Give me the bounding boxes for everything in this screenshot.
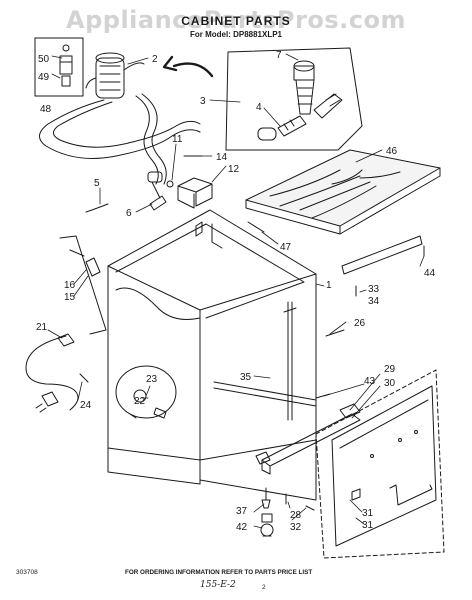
handwritten-note: 155-E-2 — [200, 580, 236, 590]
kickplate-31 — [331, 385, 437, 547]
inset-box-fill-valve — [34, 37, 84, 97]
callout-48: 48 — [40, 104, 52, 115]
callout-43: 37 — [236, 506, 248, 517]
pump-motor-assembly — [85, 52, 145, 99]
callout-21: 21 — [36, 322, 48, 333]
callout-6: 6 — [126, 208, 132, 219]
callout-23: 23 — [146, 374, 158, 385]
callout-46: 43 — [364, 376, 376, 387]
callout-37: 34 — [368, 296, 380, 307]
screw-24 — [79, 373, 89, 383]
screw-26 — [325, 329, 345, 337]
direction-arrow — [172, 62, 214, 78]
toe-rail — [255, 403, 361, 475]
clip-6 — [149, 195, 167, 211]
drain-hose — [39, 93, 201, 199]
screw-5 — [85, 203, 109, 213]
callout-2: 2 — [152, 54, 158, 65]
callout-49: 50 — [38, 54, 50, 65]
screw-36 — [247, 221, 265, 233]
callout-28: 28 — [290, 510, 302, 521]
nozzle-parts — [257, 115, 307, 141]
callout-47: 44 — [424, 268, 436, 279]
page-number: 2 — [262, 584, 266, 591]
callout-7: 7 — [276, 50, 282, 61]
screw-16 — [69, 249, 85, 257]
callout-labels: 50 49 48 2 7 3 4 11 14 12 46 5 6 47 1 44… — [36, 50, 436, 533]
callout-1: 1 — [326, 280, 332, 291]
callout-14: 14 — [216, 152, 228, 163]
callout-44: 42 — [236, 522, 248, 533]
bracket-12 — [177, 177, 213, 209]
top-panel-34 — [245, 149, 441, 235]
diagram-title: CABINET PARTS — [181, 14, 291, 28]
model-line: For Model: DP8881XLP1 — [189, 30, 283, 39]
callout-35: 33 — [368, 284, 380, 295]
leader-lines — [47, 53, 425, 529]
inset-box-kickplate — [315, 369, 445, 559]
callout-15: 15 — [64, 292, 76, 303]
callout-4: 4 — [256, 102, 262, 113]
clip-11 — [166, 180, 174, 188]
strain-relief — [85, 257, 101, 277]
screw-33 — [305, 505, 315, 511]
callout-32: 31 — [362, 508, 374, 519]
callout-5: 5 — [94, 178, 100, 189]
callout-42: 35 — [240, 372, 252, 383]
inset-box-inlet-valve — [225, 47, 363, 151]
callout-29: 29 — [384, 364, 396, 375]
callout-24: 24 — [80, 400, 92, 411]
callout-34: 46 — [386, 146, 398, 157]
callout-50: 49 — [38, 72, 50, 83]
leveling-leg-43 — [261, 487, 271, 509]
power-cord — [25, 333, 79, 413]
trim-strip-35 — [341, 235, 423, 275]
callout-22: 22 — [134, 396, 146, 407]
callout-3: 3 — [200, 96, 206, 107]
inset-box-cord — [59, 235, 107, 335]
callout-30: 30 — [384, 378, 396, 389]
callout-36: 47 — [280, 242, 292, 253]
fill-valve-detail — [59, 44, 73, 87]
callout-31: 31 — [362, 520, 374, 531]
callout-33: 32 — [290, 522, 302, 533]
ordering-note: FOR ORDERING INFORMATION REFER TO PARTS … — [125, 569, 313, 576]
caster-44 — [260, 513, 274, 537]
cabinet-frame-1 — [107, 209, 317, 501]
callout-12: 12 — [228, 164, 240, 175]
callout-16: 16 — [64, 280, 76, 291]
callout-11: 11 — [172, 134, 183, 145]
diagram-code: 303708 — [16, 569, 38, 576]
inlet-valve-detail — [293, 60, 343, 119]
callout-26: 26 — [354, 318, 366, 329]
